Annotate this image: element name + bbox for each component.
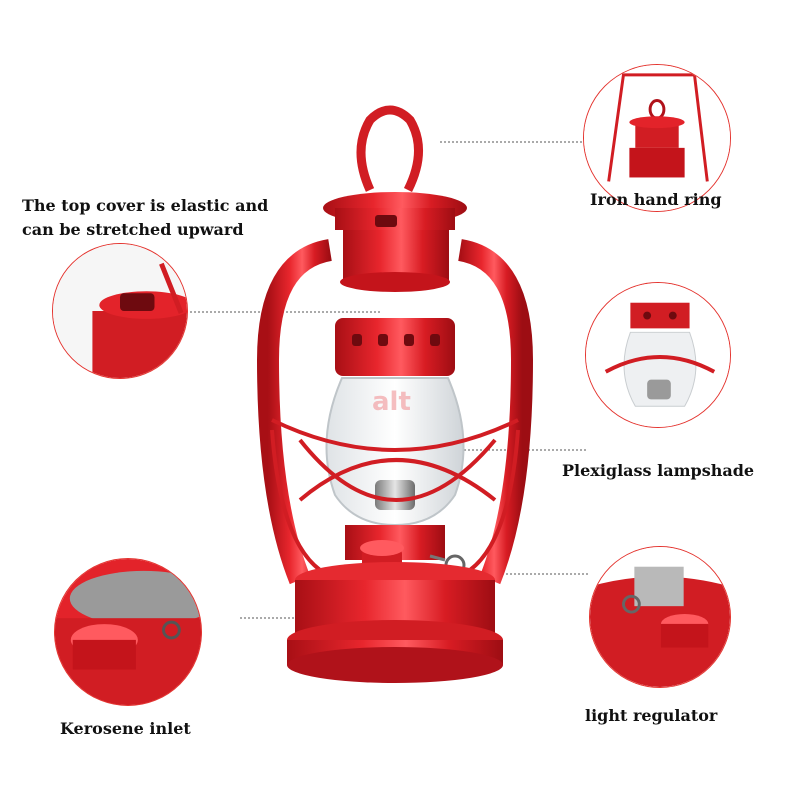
watermark-text: alt: [372, 387, 411, 417]
label-light-regulator: light regulator: [585, 706, 718, 725]
detail-circle-hand-ring: [583, 64, 731, 212]
detail-circle-lampshade: [585, 282, 731, 428]
detail-circle-kerosene-inlet: [54, 558, 202, 706]
label-kerosene-inlet: Kerosene inlet: [60, 719, 191, 738]
label-top-cover: The top cover is elastic and can be stre…: [22, 196, 269, 239]
lantern-illustration: alt: [256, 105, 534, 683]
label-hand-ring: Iron hand ring: [590, 190, 722, 209]
detail-circle-light-regulator: [589, 546, 731, 688]
label-lampshade: Plexiglass lampshade: [562, 461, 755, 480]
detail-circle-top-cover: [52, 243, 188, 379]
